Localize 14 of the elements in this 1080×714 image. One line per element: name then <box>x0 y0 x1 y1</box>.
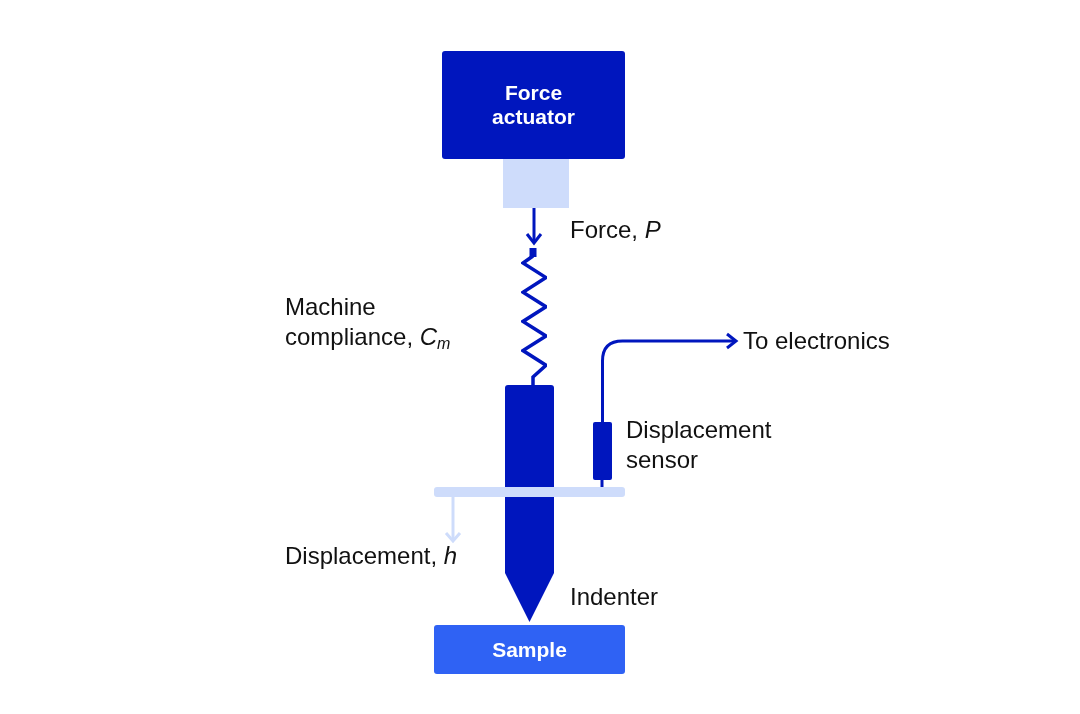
sample-block <box>434 625 625 674</box>
output-label: To electronics <box>738 326 890 356</box>
spring-symbol <box>521 248 547 385</box>
block-label: Sample <box>492 637 567 662</box>
sensor-body <box>593 422 612 480</box>
sensor-label: Displacement sensor <box>626 415 773 475</box>
compliance-label: Machine compliance, C$_{m}$ <box>285 292 452 352</box>
edge-label: Force, P <box>570 215 661 245</box>
displacement-label: Displacement, h <box>285 541 458 571</box>
indenter-label: Indenter <box>570 582 659 612</box>
connector-arrow <box>601 332 738 422</box>
block-label: Force actuator <box>491 81 576 129</box>
indenter-probe <box>505 385 554 622</box>
connector-arrow <box>525 208 543 245</box>
